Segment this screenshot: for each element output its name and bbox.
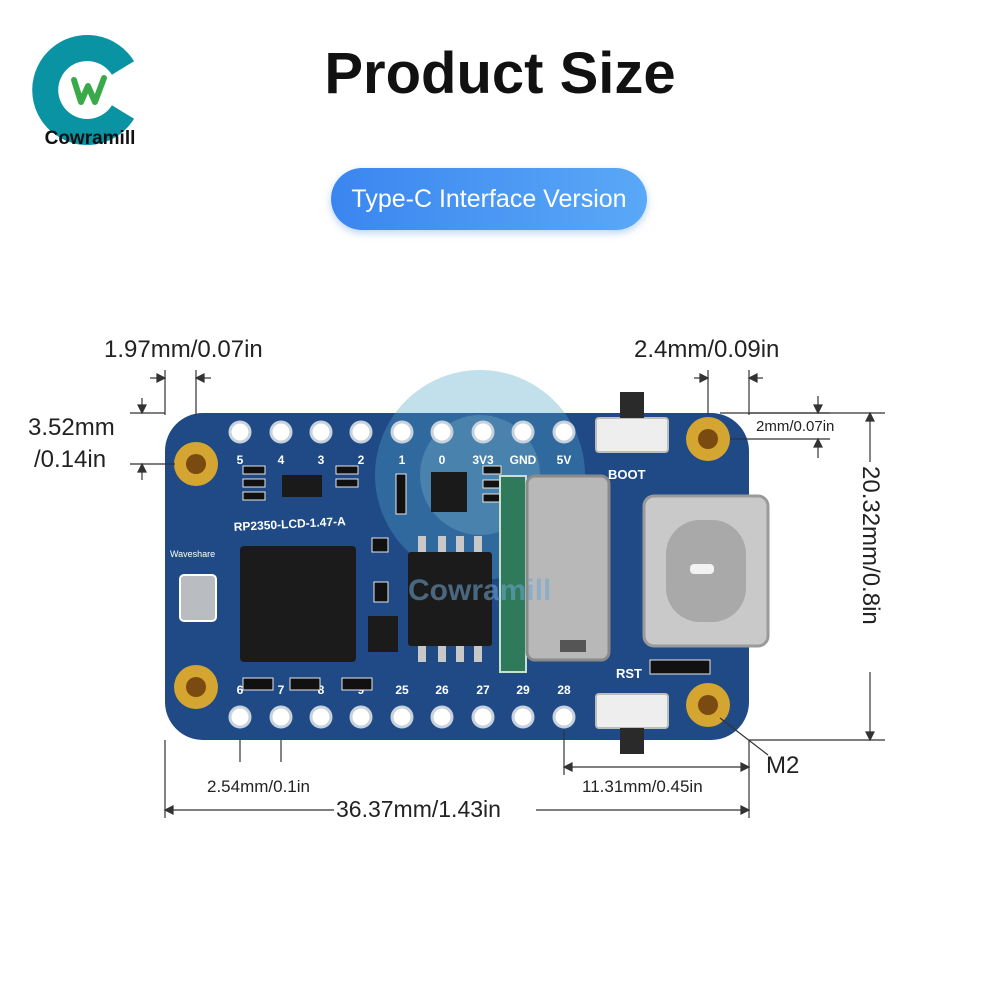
flash-chip (408, 552, 492, 646)
brand-name: Cowramill (44, 128, 136, 149)
dim-mount-hole: M2 (766, 752, 800, 779)
page-title: Product Size (324, 41, 676, 106)
sd-card-slot (525, 474, 611, 662)
lcd-connector (499, 475, 527, 673)
pin-label-top: 3V3 (472, 453, 494, 467)
pin-label-top: GND (510, 453, 537, 467)
dim-pin-edge: 1.97mm/0.07in (104, 336, 263, 363)
dim-button-offset: 2.4mm/0.09in (634, 336, 780, 363)
dim-hole-offset-top-in: /0.14in (34, 446, 107, 473)
pin-label-bottom: 8 (318, 683, 325, 697)
pin-label-bottom: 28 (557, 683, 571, 697)
pin-label-bottom: 26 (435, 683, 449, 697)
pin-label-top: 5V (557, 453, 572, 467)
boot-label: BOOT (608, 467, 646, 482)
dim-height: 20.32mm/0.8in (857, 466, 884, 625)
pin-label-top: 4 (278, 453, 285, 467)
dim-hole-offset-top: 3.52mm (28, 414, 115, 441)
pin-label-top: 0 (439, 453, 446, 467)
pin-label-bottom: 25 (395, 683, 409, 697)
rst-label: RST (616, 666, 642, 681)
pin-label-top: 5 (237, 453, 244, 467)
pin-label-bottom: 6 (237, 683, 244, 697)
mount-holes (174, 417, 730, 727)
dim-pin-pitch: 2.54mm/0.1in (207, 777, 310, 796)
cowramill-logo (32, 35, 135, 145)
board-maker: Waveshare (170, 549, 215, 559)
top-pin-holes (228, 420, 576, 444)
pin-label-bottom: 27 (476, 683, 490, 697)
board-model: RP2350-LCD-1.47-A (233, 514, 346, 534)
boot-button (595, 417, 669, 453)
crystal (179, 574, 217, 622)
bottom-pin-holes (228, 705, 576, 729)
pin-label-bottom: 29 (516, 683, 530, 697)
dim-hole-edge: 2mm/0.07in (756, 418, 835, 435)
pin-label-top: 3 (318, 453, 325, 467)
dim-connector-span: 11.31mm/0.45in (582, 777, 703, 796)
dim-width: 36.37mm/1.43in (336, 796, 501, 822)
watermark-text: Cowramill (408, 574, 551, 607)
rst-button (595, 693, 669, 729)
pin-label-top: 2 (358, 453, 365, 467)
mcu-chip (240, 546, 356, 662)
version-badge: Type-C Interface Version (331, 168, 647, 230)
pin-label-bottom: 7 (278, 683, 285, 697)
pin-label-top: 1 (399, 453, 406, 467)
